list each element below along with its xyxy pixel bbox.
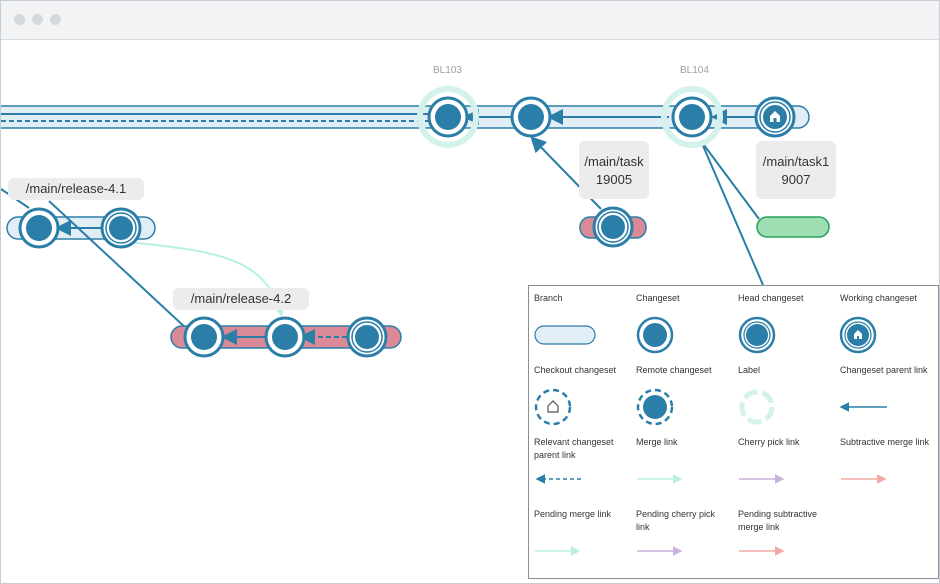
- label-ring-bl103: [417, 86, 479, 148]
- minimize-window-button[interactable]: [32, 14, 43, 25]
- legend-label: Head changeset: [738, 293, 804, 303]
- label-ring-bl104: [661, 86, 723, 148]
- working-changeset-swatch: [839, 316, 877, 354]
- legend-label: Checkout changeset: [534, 365, 617, 375]
- changeset[interactable]: [427, 96, 469, 138]
- head-changeset[interactable]: [346, 316, 388, 358]
- branch-name-text: /main/release-4.1: [25, 181, 127, 196]
- branch-task1-9007[interactable]: [756, 216, 830, 238]
- branch-main[interactable]: [1, 105, 810, 129]
- legend-label: Pending subtractive merge link: [738, 509, 818, 532]
- maximize-window-button[interactable]: [50, 14, 61, 25]
- checkout-changeset-swatch: [534, 388, 572, 426]
- branch-name-release-4-2[interactable]: /main/release-4.2: [173, 288, 309, 310]
- legend-label: Pending cherry pick link: [636, 509, 716, 532]
- legend-label: Pending merge link: [534, 509, 612, 519]
- baseline-label[interactable]: BL104: [680, 65, 709, 76]
- working-changeset[interactable]: [754, 96, 796, 138]
- legend-panel: Branch Changeset Head changeset Working …: [528, 285, 939, 579]
- title-bar: [1, 1, 939, 40]
- home-outline-icon: [547, 400, 559, 413]
- branch-name-release-4-1[interactable]: /main/release-4.1: [8, 178, 144, 200]
- branch-name-task1-9007[interactable]: /main/task1 9007: [756, 141, 836, 199]
- legend-label: Changeset parent link: [840, 365, 928, 375]
- baseline-label[interactable]: BL103: [433, 65, 462, 76]
- parent-link: [700, 140, 760, 220]
- home-icon: [770, 111, 780, 122]
- remote-changeset-swatch: [636, 388, 674, 426]
- branch-name-task-19005[interactable]: /main/task 19005: [579, 141, 649, 199]
- legend-label: Branch: [534, 293, 563, 303]
- branch-name-number: 9007: [781, 172, 811, 187]
- legend-label: Remote changeset: [636, 365, 712, 375]
- changeset[interactable]: [264, 316, 306, 358]
- legend-label: Changeset: [636, 293, 680, 303]
- legend-label: Subtractive merge link: [840, 437, 930, 447]
- legend-label: Merge link: [636, 437, 678, 447]
- changeset-swatch: [636, 316, 674, 354]
- head-changeset[interactable]: [100, 207, 142, 249]
- legend-swatches: [534, 316, 887, 556]
- changeset[interactable]: [183, 316, 225, 358]
- head-changeset[interactable]: [592, 206, 634, 248]
- legend-label: Label: [738, 365, 761, 375]
- label-swatch: [739, 389, 775, 425]
- branch-name-text: /main/task1: [762, 154, 830, 169]
- changeset[interactable]: [671, 96, 713, 138]
- branch-swatch: [534, 325, 596, 345]
- branch-name-number: 19005: [595, 172, 633, 187]
- changeset[interactable]: [18, 207, 60, 249]
- branch-name-text: /main/release-4.2: [190, 291, 292, 306]
- parent-link: [700, 140, 764, 286]
- close-window-button[interactable]: [14, 14, 25, 25]
- changeset[interactable]: [510, 96, 552, 138]
- legend-label: Cherry pick link: [738, 437, 800, 447]
- branch-name-text: /main/task: [584, 154, 644, 169]
- home-icon: [854, 330, 862, 339]
- head-changeset-swatch: [738, 316, 776, 354]
- parent-link: [48, 200, 189, 331]
- legend-label: Working changeset: [840, 293, 917, 303]
- legend-label: Relevant changeset parent link: [534, 437, 614, 460]
